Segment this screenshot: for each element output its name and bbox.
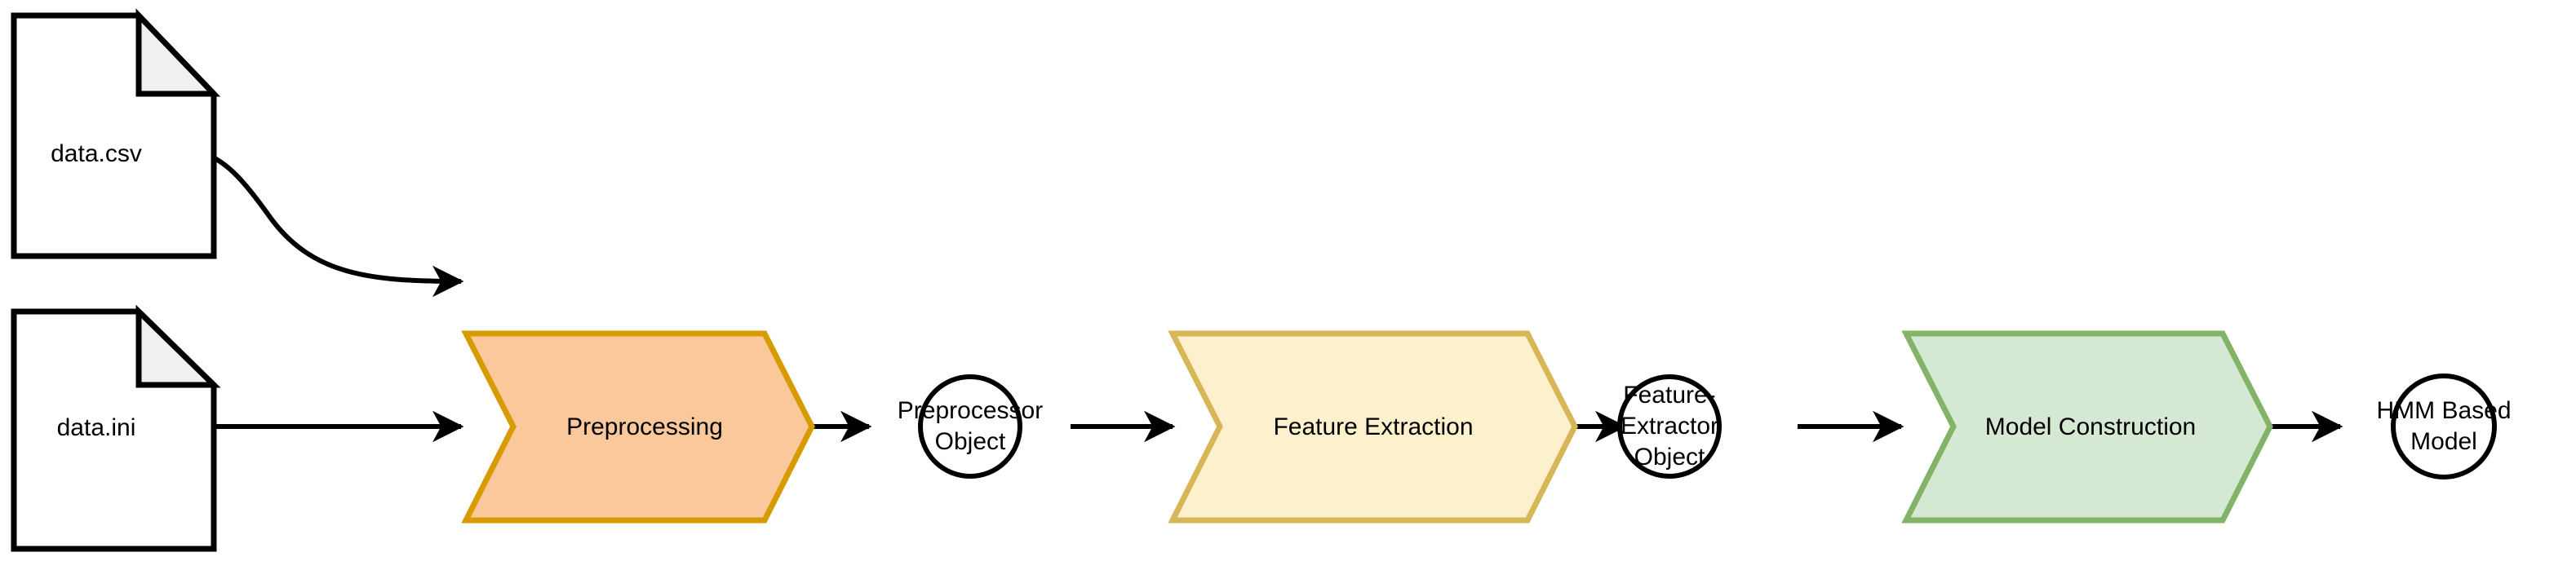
chevron-shape: [461, 330, 815, 524]
node-label-feature-extractor-object-line-3: Object: [1634, 444, 1705, 471]
document-fold-corner-icon: [135, 8, 221, 97]
node-data-csv[interactable]: data.csv: [11, 8, 221, 259]
chevron-shape: [1901, 330, 2273, 524]
node-label-preprocessor-object-line-2: Object: [935, 428, 1006, 455]
node-label-feature-extractor-object-line-2: Extractor: [1621, 413, 1718, 440]
circle-shape: [918, 374, 1022, 479]
node-label-preprocessor-object-line-1: Preprocessor: [898, 397, 1043, 424]
node-preprocessing[interactable]: Preprocessing: [461, 330, 815, 524]
node-model-construction[interactable]: Model Construction: [1901, 330, 2273, 524]
node-feature-extractor-object[interactable]: Feature- Extractor Object: [1617, 374, 1722, 479]
node-label-hmm-based-model-line-1: HMM Based: [2376, 397, 2511, 424]
circle-shape: [1617, 374, 1722, 479]
node-label-feature-extractor-object-line-1: Feature-: [1623, 382, 1715, 409]
node-data-ini[interactable]: data.ini: [11, 304, 221, 552]
node-label-preprocessing: Preprocessing: [566, 413, 723, 440]
node-preprocessor-object[interactable]: Preprocessor Object: [898, 374, 1043, 479]
node-label-data-ini: data.ini: [57, 414, 136, 441]
node-hmm-based-model[interactable]: HMM Based Model: [2376, 373, 2512, 480]
document-fold-corner-icon: [135, 304, 221, 388]
document-body: [11, 12, 217, 259]
node-feature-extraction[interactable]: Feature Extraction: [1168, 330, 1578, 524]
circle-shape: [2391, 373, 2497, 480]
node-label-hmm-based-model-line-2: Model: [2410, 428, 2477, 455]
node-label-data-csv: data.csv: [51, 140, 142, 167]
chevron-shape: [1168, 330, 1578, 524]
node-label-feature-extraction: Feature Extraction: [1273, 413, 1473, 440]
node-label-model-construction: Model Construction: [1985, 413, 2196, 440]
